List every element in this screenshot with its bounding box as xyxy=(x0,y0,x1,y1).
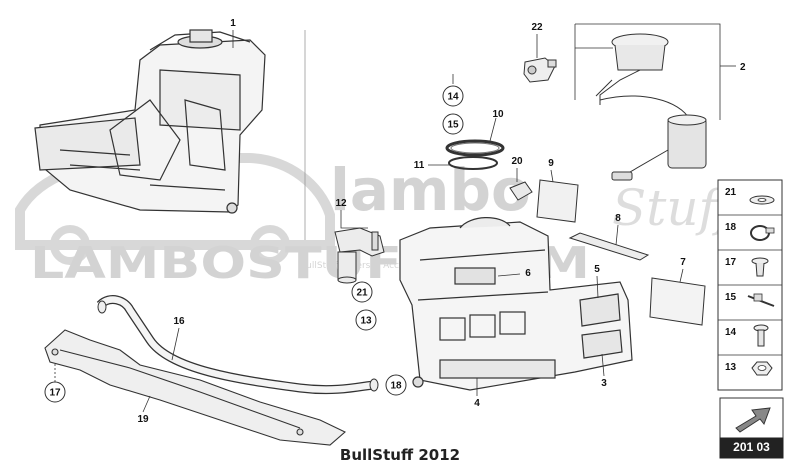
callout-8[interactable]: 8 xyxy=(615,213,621,224)
part-8-strip[interactable] xyxy=(568,232,650,261)
part-20-pad[interactable] xyxy=(509,181,533,201)
callout-20[interactable]: 20 xyxy=(511,156,523,167)
page-code-label: 201 03 xyxy=(733,440,770,454)
callout-19[interactable]: 19 xyxy=(137,414,149,425)
callout-6[interactable]: 6 xyxy=(525,268,531,279)
callout-2[interactable]: 2 xyxy=(740,62,746,73)
washer-icon xyxy=(749,195,775,205)
svg-text:18: 18 xyxy=(725,222,737,233)
car-silhouette-icon xyxy=(15,153,335,250)
callout-5[interactable]: 5 xyxy=(594,264,600,275)
legend-item-21[interactable]: 21 xyxy=(725,187,775,205)
part-12-valve[interactable] xyxy=(334,227,385,284)
expanding-rivet-icon xyxy=(751,257,769,277)
callout-circle-14[interactable]: 14 xyxy=(442,85,464,107)
page-reference-button[interactable] xyxy=(719,397,784,459)
fastener-legend: 21 18 17 15 xyxy=(717,179,783,391)
hose-clamp-icon xyxy=(750,225,775,241)
callout-3[interactable]: 3 xyxy=(601,378,607,389)
svg-text:17: 17 xyxy=(49,388,61,399)
watermark-logo: lambo xyxy=(330,156,531,224)
part-10-tank-ring[interactable] xyxy=(445,139,505,157)
part-4-tank-shell[interactable] xyxy=(399,217,633,391)
svg-text:13: 13 xyxy=(725,362,737,373)
callout-circle-13a[interactable]: 13 xyxy=(355,309,377,331)
cable-tie-icon xyxy=(747,293,775,307)
part-16-pipe[interactable] xyxy=(96,295,379,395)
svg-text:15: 15 xyxy=(725,292,737,303)
callout-circle-18[interactable]: 18 xyxy=(385,374,407,396)
bolt-icon xyxy=(753,324,769,347)
footer-credit: BullStuff 2012 xyxy=(339,446,461,464)
part-19-heat-shield[interactable] xyxy=(44,329,346,446)
part-9-insulation-mat[interactable] xyxy=(536,179,579,223)
callout-7[interactable]: 7 xyxy=(680,257,686,268)
svg-text:14: 14 xyxy=(447,92,459,103)
svg-text:21: 21 xyxy=(356,288,368,299)
callout-12[interactable]: 12 xyxy=(335,198,347,209)
arrow-icon xyxy=(735,407,771,433)
part-2-fuel-pump[interactable] xyxy=(595,33,707,181)
svg-text:15: 15 xyxy=(447,120,459,131)
svg-text:14: 14 xyxy=(725,327,737,338)
callout-circle-15[interactable]: 15 xyxy=(442,113,464,135)
part-7-plate[interactable] xyxy=(649,277,706,326)
part-11-o-ring[interactable] xyxy=(448,156,498,170)
callout-9[interactable]: 9 xyxy=(548,158,554,169)
callout-circle-17[interactable]: 17 xyxy=(44,381,66,403)
callout-16[interactable]: 16 xyxy=(173,316,185,327)
svg-text:17: 17 xyxy=(725,257,737,268)
part-22-sensor[interactable] xyxy=(523,57,557,83)
callout-10[interactable]: 10 xyxy=(492,109,504,120)
legend-item-13[interactable]: 13 xyxy=(725,361,773,376)
legend-item-14[interactable]: 14 xyxy=(725,324,769,347)
watermark-tagline: BullStuff Tuners & Accessories xyxy=(300,261,436,271)
callout-circle-21[interactable]: 21 xyxy=(351,281,373,303)
callout-11[interactable]: 11 xyxy=(414,160,425,171)
svg-text:18: 18 xyxy=(390,381,402,392)
callout-1[interactable]: 1 xyxy=(230,18,236,29)
legend-item-17[interactable]: 17 xyxy=(725,257,769,277)
svg-text:21: 21 xyxy=(725,187,737,198)
part-1-fuel-tank[interactable] xyxy=(34,29,266,214)
legend-item-18[interactable]: 18 xyxy=(725,222,775,241)
legend-item-15[interactable]: 15 xyxy=(725,292,775,307)
hex-nut-icon xyxy=(751,361,773,376)
callout-4[interactable]: 4 xyxy=(474,398,480,409)
svg-text:13: 13 xyxy=(360,316,372,327)
callout-22[interactable]: 22 xyxy=(531,22,543,33)
